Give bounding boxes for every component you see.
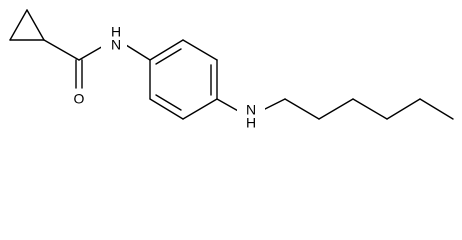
benzene-bond-4 — [182, 98, 218, 120]
hexyl-chain — [262, 98, 454, 120]
hexyl-bond-5 — [419, 98, 454, 120]
amide-group — [43, 39, 106, 89]
amide-nitrogen-label-bg — [101, 28, 127, 54]
benzene-inner-double-bond-1 — [155, 48, 182, 65]
amine-hydrogen-label: H — [246, 115, 256, 131]
benzene-bond-2 — [182, 39, 218, 61]
cyclopropane-bond-3 — [26, 9, 45, 41]
amine-nitrogen-to-chain-bond — [262, 98, 286, 111]
benzene-ring — [125, 39, 241, 120]
hexyl-bond-3 — [352, 98, 388, 120]
amide-nitrogen-label: N — [111, 37, 121, 53]
cyclopropane-ring — [9, 9, 45, 41]
amide-nitrogen-to-ring-bond — [125, 44, 151, 61]
hexyl-bond-2 — [318, 98, 354, 120]
cyclopropane-bond-1 — [9, 9, 28, 41]
hexyl-bond-4 — [386, 98, 421, 120]
carbonyl-oxygen-label: O — [74, 91, 85, 107]
ring-to-amine-nitrogen-bond — [216, 98, 241, 113]
chemical-structure: O H N N H — [9, 9, 454, 131]
amine-nitrogen-label: N — [246, 102, 256, 118]
carbonyl-to-nitrogen-bond — [78, 44, 106, 61]
benzene-inner-double-bond-3 — [155, 94, 182, 111]
hexyl-bond-1 — [284, 98, 320, 120]
ring-to-carbonyl-bond — [43, 39, 80, 61]
carbonyl-oxygen-label-bg — [70, 91, 88, 109]
structure-canvas: O H N N H — [9, 9, 454, 131]
benzene-bond-1 — [149, 39, 184, 61]
amine-nitrogen-label-bg — [237, 99, 265, 129]
atom-labels: O H N N H — [70, 24, 265, 131]
benzene-bond-5 — [149, 98, 184, 120]
amide-hydrogen-label: H — [111, 24, 121, 40]
